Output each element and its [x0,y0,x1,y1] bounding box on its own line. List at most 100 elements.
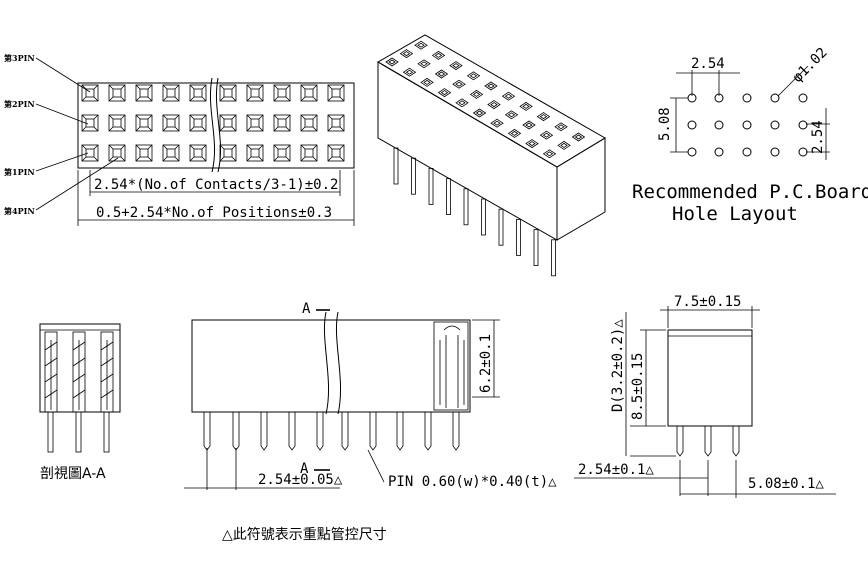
contact-chamfer [201,144,207,150]
contact-chamfer [300,156,306,162]
pcb-hole-dia: φ1.02 [790,45,831,86]
contact-chamfer [135,96,141,102]
iso-contact-hole [525,122,533,128]
contact-chamfer [300,126,306,132]
contact-hole [223,148,233,158]
section-hatch [100,373,114,383]
contact-chamfer [339,144,345,150]
contact-chamfer [285,156,291,162]
contact-chamfer [327,156,333,162]
contact-chamfer [231,84,237,90]
contact-hole [193,118,203,128]
pin4-leader [35,157,119,211]
contact-chamfer [273,156,279,162]
top-view-body [77,82,355,169]
contact-chamfer [219,156,225,162]
contact-chamfer [81,84,87,90]
section-label: 剖視圖A-A [40,466,106,482]
iso-contact-cell [519,101,533,111]
contact-chamfer [285,114,291,120]
contact-cell [246,114,264,132]
pin2-leader [35,103,89,125]
pcb-hole [714,147,724,157]
iso-contact-hole [472,91,481,97]
section-hatch [100,389,114,399]
iso-contact-cell [504,110,519,120]
iso-contact-cell [554,122,568,132]
section-hatch [72,389,86,399]
section-hatch [44,389,58,399]
contact-chamfer [135,126,141,132]
iso-contact-hole [539,114,548,120]
contact-hole [250,118,260,128]
contact-chamfer [162,144,168,150]
section-pin [75,411,82,453]
iso-contact-hole [487,83,495,89]
side-pin [676,426,684,457]
pcb-hole [687,120,697,130]
iso-contact-cell [449,61,463,71]
contact-chamfer [120,114,126,120]
section-hatch [44,357,58,367]
pin2-label: 第2PIN [4,99,35,109]
contact-hole [304,118,314,128]
contact-hole [85,118,95,128]
contact-cell [273,84,291,102]
contact-chamfer [93,96,99,102]
top-view: 第3PIN 第2PIN 第1PIN 第4PIN 2.54*(No.of Cont… [4,53,355,226]
iso-contact-hole [434,52,443,58]
iso-contact-hole [420,61,428,67]
pcb-hole [798,147,808,157]
contact-chamfer [258,156,264,162]
contact-cell [81,114,99,132]
iso-contact-cell [571,132,586,142]
iso-contact-hole [493,120,501,126]
contact-cell [135,114,153,132]
contact-chamfer [285,84,291,90]
contact-chamfer [258,126,264,132]
section-view: 剖視圖A-A [39,323,121,482]
iso-contact-cell [437,88,452,98]
front-pin [396,412,404,451]
section-hatch [72,341,86,351]
contact-cell [327,84,345,102]
contact-chamfer [93,144,99,150]
pcb-dia-leader [777,65,809,97]
contact-chamfer [147,156,153,162]
contact-chamfer [120,96,126,102]
contact-chamfer [108,96,114,102]
contact-chamfer [273,96,279,102]
contact-chamfer [285,96,291,102]
iso-contact-hole [574,134,583,140]
contact-chamfer [219,126,225,132]
iso-contact-cell [455,98,469,108]
section-pin [103,411,110,453]
contact-chamfer [189,144,195,150]
contact-chamfer [174,156,180,162]
iso-contact-hole [504,93,513,99]
contact-hole [304,88,314,98]
contact-cell [162,114,180,132]
contact-chamfer [246,114,252,120]
iso-contact-cell [414,40,428,50]
contact-hole [193,88,203,98]
contact-chamfer [300,96,306,102]
contact-chamfer [135,156,141,162]
contact-chamfer [108,144,114,150]
contact-hole [166,88,176,98]
contact-chamfer [327,126,333,132]
front-pin [424,412,432,451]
contact-chamfer [162,84,168,90]
iso-contact-hole [510,130,519,136]
front-pin [203,412,211,451]
iso-pin [428,167,434,205]
iso-contact-cell [469,89,484,99]
contact-hole [331,118,341,128]
contact-chamfer [147,144,153,150]
contact-chamfer [312,126,318,132]
contact-chamfer [108,114,114,120]
iso-pins [393,147,556,277]
contact-chamfer [219,96,225,102]
iso-contact-hole [417,42,425,48]
iso-contact-cell [417,59,431,69]
